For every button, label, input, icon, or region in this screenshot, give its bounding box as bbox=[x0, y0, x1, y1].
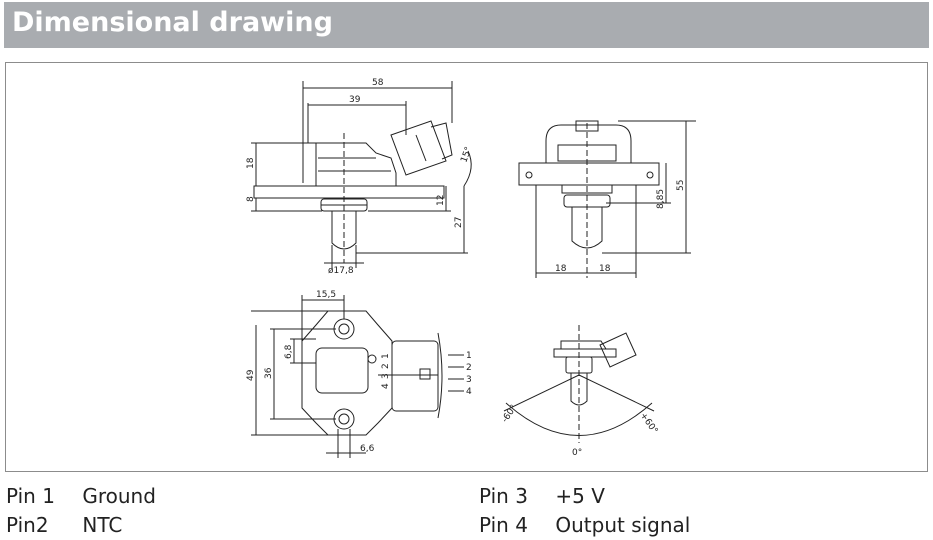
drawing-frame: 58 39 18 8 12 27 15° ø17,8 55 8,85 18 18… bbox=[5, 62, 928, 472]
dim-39: 39 bbox=[349, 95, 361, 105]
top-view bbox=[251, 295, 464, 458]
dim-18-right: 18 bbox=[599, 264, 611, 274]
pin-2-value: NTC bbox=[82, 513, 123, 537]
dim-27: 27 bbox=[454, 217, 464, 228]
pin-3-label: Pin 3 bbox=[479, 484, 528, 508]
connector-pin-3: 3 bbox=[381, 373, 391, 379]
connector-pin-2: 2 bbox=[381, 363, 391, 369]
front-view bbox=[518, 120, 696, 278]
dim-8: 8 bbox=[246, 196, 256, 202]
pin-callout-1: 1 bbox=[466, 351, 472, 361]
pin-callout-4: 4 bbox=[466, 387, 472, 397]
dim-55: 55 bbox=[676, 180, 686, 191]
dim-zero: 0° bbox=[572, 448, 582, 458]
pin-4-value: Output signal bbox=[555, 513, 691, 537]
dim-diameter: ø17,8 bbox=[328, 266, 354, 276]
pin-2-label: Pin2 bbox=[6, 513, 49, 537]
dim-12: 12 bbox=[436, 195, 446, 206]
pin-callout-2: 2 bbox=[466, 363, 472, 373]
section-title: Dimensional drawing bbox=[12, 7, 333, 38]
connector-pin-4: 4 bbox=[381, 383, 391, 389]
dim-18: 18 bbox=[246, 157, 256, 169]
pin-4-label: Pin 4 bbox=[479, 513, 528, 537]
pin-4-row: Pin 4 Output signal bbox=[479, 513, 690, 537]
dimensional-drawing: 58 39 18 8 12 27 15° ø17,8 55 8,85 18 18… bbox=[246, 78, 696, 458]
dim-15-degree: 15° bbox=[459, 146, 474, 164]
dim-58: 58 bbox=[372, 78, 384, 88]
section-header: Dimensional drawing bbox=[4, 2, 929, 48]
dim-8-85: 8,85 bbox=[656, 189, 666, 209]
dim-plus-60: +60° bbox=[638, 411, 660, 436]
dim-6-6: 6,6 bbox=[360, 444, 375, 454]
dim-6-8: 6,8 bbox=[284, 344, 294, 359]
side-view bbox=[251, 81, 472, 268]
pin-3-row: Pin 3 +5 V bbox=[479, 484, 605, 508]
dim-36: 36 bbox=[264, 367, 274, 379]
pin-3-value: +5 V bbox=[555, 484, 605, 508]
dim-49: 49 bbox=[246, 369, 256, 381]
dim-15-5: 15,5 bbox=[316, 290, 336, 300]
dim-minus-60: -60° bbox=[500, 403, 519, 424]
pin-callout-3: 3 bbox=[466, 375, 472, 385]
pin-2-row: Pin2 NTC bbox=[6, 513, 122, 537]
pin-1-label: Pin 1 bbox=[6, 484, 55, 508]
pin-1-value: Ground bbox=[82, 484, 156, 508]
rotation-view bbox=[503, 325, 655, 443]
connector-pin-1: 1 bbox=[381, 353, 391, 359]
dim-18-left: 18 bbox=[555, 264, 567, 274]
pin-1-row: Pin 1 Ground bbox=[6, 484, 156, 508]
